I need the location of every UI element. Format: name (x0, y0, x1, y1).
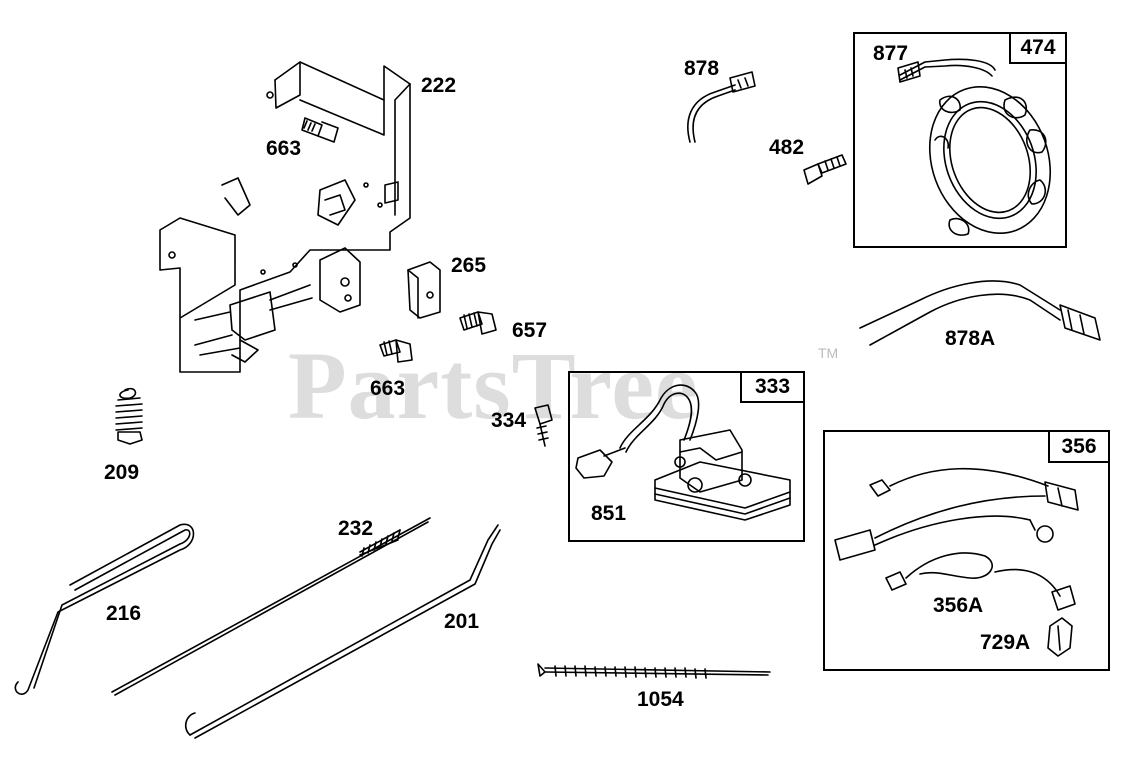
link-rod-216-drawing (15, 524, 193, 694)
group-333-box (568, 371, 805, 542)
cable-tie-1054-drawing (538, 664, 770, 678)
watermark-trademark: TM (818, 345, 839, 361)
part-label-232[interactable]: 232 (338, 517, 374, 540)
part-label-657[interactable]: 657 (512, 319, 548, 342)
alternator-stator-drawing (898, 59, 1070, 250)
governor-link-232-drawing (112, 518, 430, 695)
part-label-877[interactable]: 877 (873, 42, 909, 65)
part-label-334[interactable]: 334 (491, 409, 527, 432)
part-label-222[interactable]: 222 (421, 74, 457, 97)
screw-663-top-drawing (302, 118, 338, 142)
part-label-878[interactable]: 878 (684, 57, 720, 80)
part-label-209[interactable]: 209 (104, 461, 140, 484)
group-356-tag: 356 (1048, 430, 1110, 463)
control-bracket-drawing (160, 62, 410, 372)
part-label-216[interactable]: 216 (106, 602, 142, 625)
part-label-1054[interactable]: 1054 (637, 688, 684, 711)
clip-265-drawing (408, 262, 440, 318)
screw-334-drawing (535, 405, 552, 446)
part-label-663-top[interactable]: 663 (266, 137, 302, 160)
spring-209-drawing (116, 389, 142, 444)
watermark-text: PartsTree (288, 332, 699, 439)
screw-482-drawing (804, 155, 846, 184)
ignition-armature-drawing (576, 385, 790, 520)
wire-harness-878-drawing (688, 72, 755, 142)
harness-356-drawing (835, 469, 1078, 656)
group-333-tag: 333 (740, 371, 805, 403)
part-label-729A[interactable]: 729A (980, 631, 1031, 654)
screw-657-drawing (460, 312, 496, 334)
part-label-201[interactable]: 201 (444, 610, 480, 633)
link-rod-201-drawing (186, 525, 500, 738)
part-label-663-lower[interactable]: 663 (370, 377, 406, 400)
part-label-851[interactable]: 851 (591, 502, 627, 525)
group-474-tag: 474 (1009, 32, 1067, 64)
part-label-265[interactable]: 265 (451, 254, 487, 277)
group-356-box (823, 430, 1110, 671)
screw-663-lower-drawing (380, 340, 412, 362)
part-label-356A[interactable]: 356A (933, 594, 984, 617)
part-label-878A[interactable]: 878A (945, 327, 996, 350)
group-474-box (853, 32, 1067, 248)
part-label-482[interactable]: 482 (769, 136, 805, 159)
wire-878A-drawing (860, 281, 1100, 345)
